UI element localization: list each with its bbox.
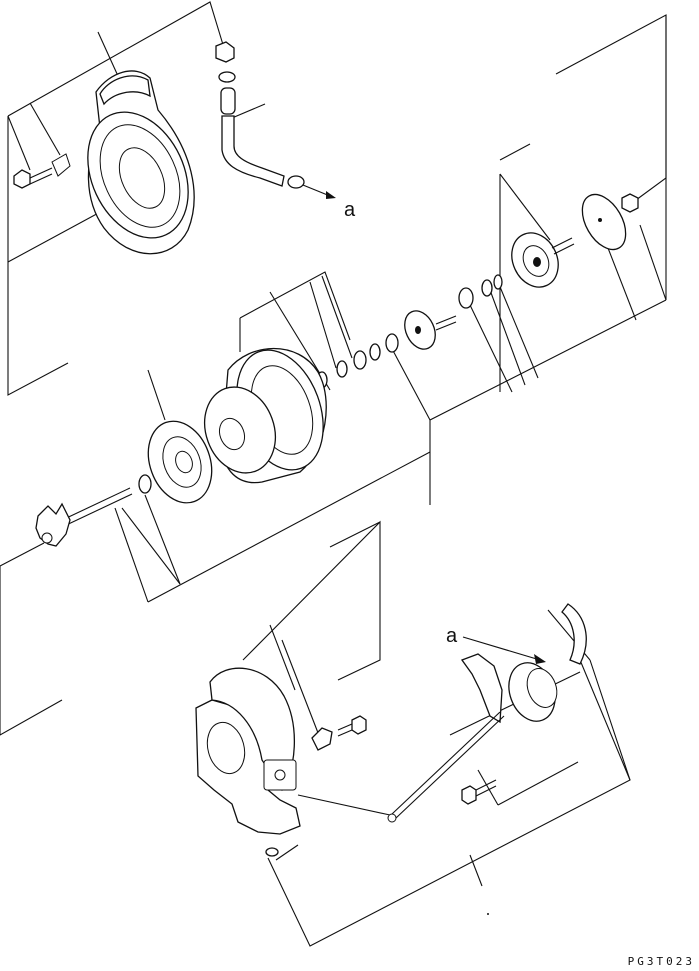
compressor-housing	[87, 70, 195, 255]
snap-ring	[138, 474, 152, 494]
back-plate	[147, 420, 213, 504]
center-housing	[204, 347, 327, 484]
flange-middle	[404, 310, 457, 350]
turbine-housing	[195, 667, 367, 857]
gear-plate	[581, 193, 627, 251]
nut-right	[621, 193, 639, 213]
pulley-right	[511, 232, 575, 288]
callout-a-bottom: a	[446, 625, 458, 647]
callout-a-top: a	[344, 199, 356, 221]
oil-hose: a	[215, 41, 356, 221]
wastegate-actuator: a	[387, 603, 587, 823]
turbine-shaft	[35, 487, 133, 547]
housing-bolt	[13, 153, 71, 189]
drawing-code: PG3T023	[627, 955, 695, 968]
leader-lines	[0, 1, 667, 947]
